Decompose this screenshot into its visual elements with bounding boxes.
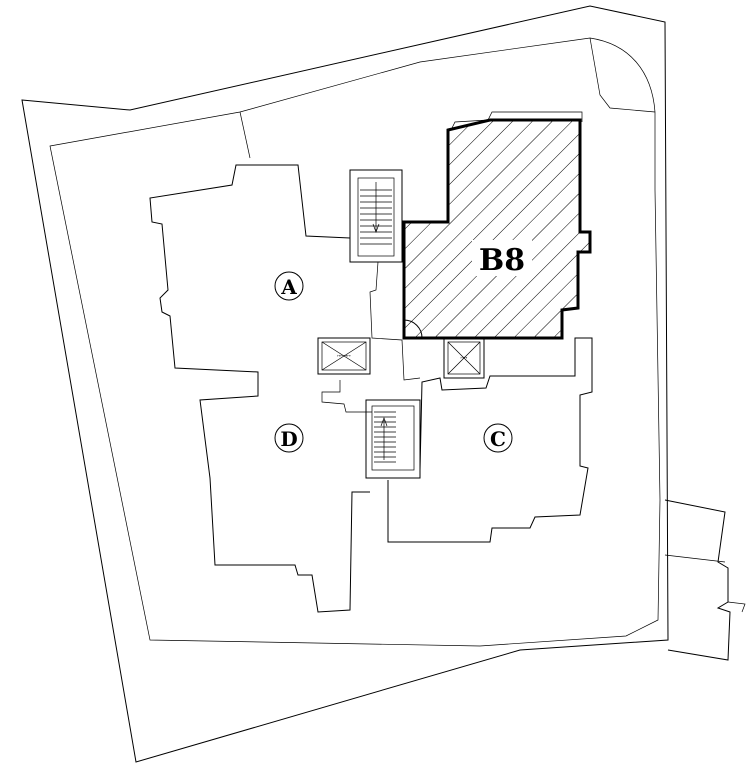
upper-wall — [451, 111, 583, 129]
neighbour-plot — [664, 499, 731, 661]
core-corridor-2 — [321, 380, 372, 413]
lift-west: ↦↦↦↦ — [317, 337, 371, 375]
neighbour-notch — [727, 601, 746, 613]
site-boundary — [21, 5, 669, 763]
setback-curve — [589, 37, 656, 113]
unit-b8-door-arc — [403, 319, 423, 339]
neighbour-edge — [664, 554, 726, 563]
lift-west-label: ↦↦↦↦ — [337, 353, 351, 358]
core-corridor — [369, 261, 421, 381]
unit-b8-label: B8 — [479, 243, 525, 278]
block-a-outline — [149, 164, 370, 613]
block-c-outline — [387, 337, 593, 543]
stair-south — [365, 399, 421, 479]
unit-b8-area — [402, 118, 592, 340]
block-d-marker: D — [274, 423, 304, 453]
block-a-marker: A — [274, 271, 304, 301]
lift-east-label: ↦↦ — [461, 355, 468, 360]
block-c-marker: C — [483, 423, 513, 453]
block-c-label: C — [490, 427, 506, 451]
stair-north — [349, 169, 403, 263]
block-a-label: A — [280, 275, 297, 299]
block-d-label: D — [280, 427, 297, 451]
lift-east: ↦↦ — [443, 337, 485, 379]
boundary-split — [239, 111, 251, 159]
